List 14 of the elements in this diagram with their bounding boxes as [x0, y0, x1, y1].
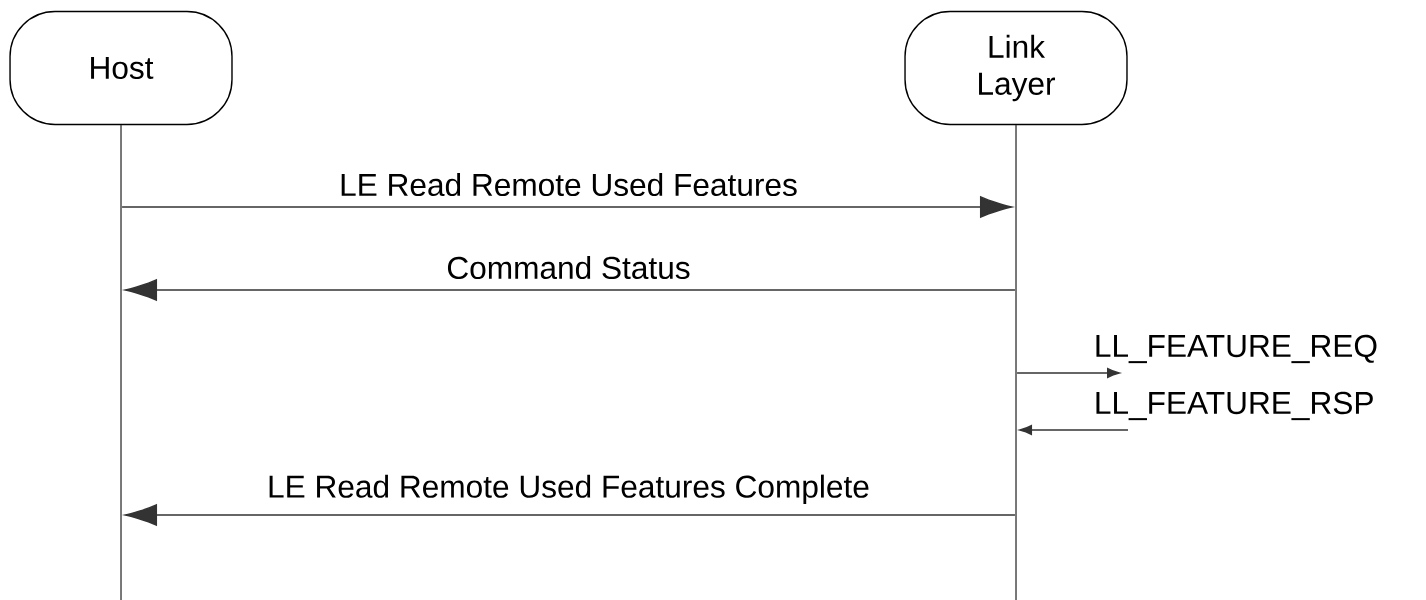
- edge-label: LL_FEATURE_RSP: [1096, 391, 1373, 421]
- edge-label: LL_FEATURE_REQ: [1096, 334, 1377, 364]
- edge-label: LE Read Remote Used Features: [341, 172, 797, 197]
- lifeline: [120, 125, 122, 600]
- arrow: [124, 504, 1016, 526]
- edge-label: LE Read Remote Used Features Complete: [269, 474, 869, 505]
- arrow: [121, 196, 1013, 218]
- arrow: [1016, 368, 1120, 378]
- lifeline: [1015, 125, 1017, 600]
- edge-label: Command Status: [447, 255, 690, 280]
- lifeline-head: Link Layer: [904, 10, 1128, 126]
- arrow: [124, 279, 1016, 301]
- lifeline-head: Host: [9, 10, 233, 126]
- arrow: [1019, 425, 1129, 435]
